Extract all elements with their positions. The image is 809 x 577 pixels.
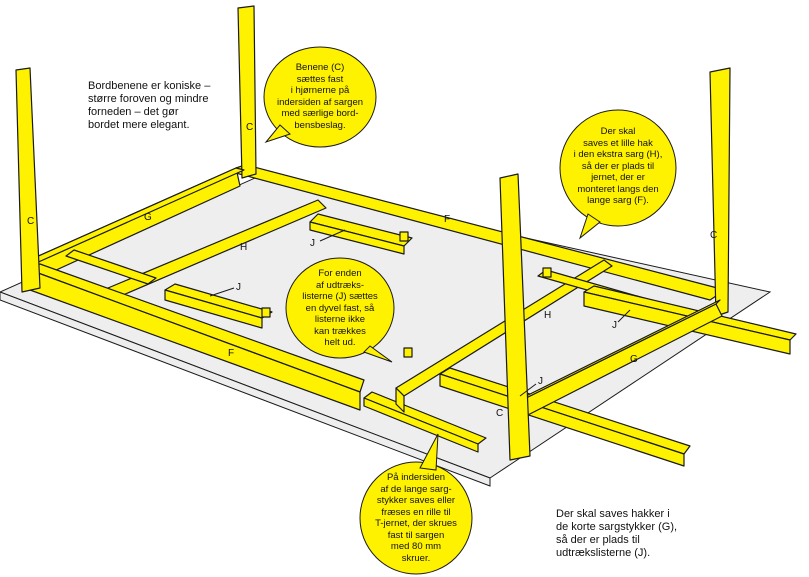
part-label-c-front-left: C [27,216,34,227]
part-label-c-back-right: C [710,230,717,241]
part-label-g-right: G [630,354,638,365]
part-label-j-right1: J [612,320,617,331]
bubble-text-groove-f: På indersiden af de lange sarg- stykker … [375,472,457,564]
part-label-f-back: F [444,214,450,225]
bubble-groove-f [359,433,473,575]
slide-rail-right-3-face [439,373,685,467]
note-legs-tapered: Bordbenene er koniske – større foroven o… [88,80,211,131]
t-iron-rail-face [363,397,479,453]
part-label-h-right: H [544,310,551,321]
note-notches-g: Der skal saves hakker i de korte sargsty… [556,508,678,559]
part-label-j-back: J [310,238,315,249]
leader-j-left [209,287,235,297]
part-label-h-left: H [240,242,247,253]
bubble-text-legs-fixed: Benene (C) sættes fast i hjørnerne på in… [276,62,364,131]
leader-j-right1 [617,309,631,323]
dowel-4 [542,267,552,278]
dowel-1 [399,231,409,242]
part-label-c-back-left: C [246,122,253,133]
slide-rail-left2 [65,249,157,285]
bubble-text-notch-h: Der skal saves et lille hak i den ekstra… [573,126,663,206]
bubble-text-dowel-j: For enden af udtræks- listerne (J) sætte… [302,268,378,348]
table-top-edge [0,291,491,487]
part-label-f-front: F [228,348,234,359]
bubble-notch-h [559,109,677,240]
leg-back-left [237,5,257,179]
dowel-3 [403,347,413,358]
extra-apron-right-face [395,387,405,413]
part-label-g-left: G [144,212,152,223]
leg-back-right [709,67,731,317]
part-label-j-right2: J [538,376,543,387]
slide-rail-back-face [309,221,405,255]
part-label-j-left: J [236,282,241,293]
bubble-legs-fixed [263,46,377,148]
leader-j-right2 [519,383,537,397]
leg-front-left [15,67,41,293]
part-label-c-front-right: C [496,408,503,419]
leg-front-right [499,173,531,461]
dowel-2 [261,307,271,318]
slide-rail-left-face [164,289,263,329]
bubble-dowel-j [285,257,395,363]
leader-j-back [319,229,346,242]
